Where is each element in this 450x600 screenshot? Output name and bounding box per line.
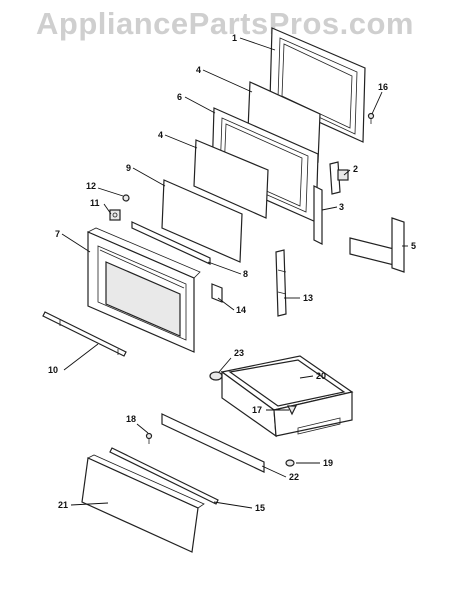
part-18-screw xyxy=(145,432,153,444)
part-4-middle-glass xyxy=(193,139,269,219)
callout-4-middle: 4 xyxy=(158,130,163,140)
part-8-trim-strip xyxy=(131,221,211,265)
callout-4-upper: 4 xyxy=(196,65,201,75)
callout-15: 15 xyxy=(255,503,265,513)
callout-17: 17 xyxy=(252,405,262,415)
leader-lines xyxy=(61,37,408,509)
callout-19: 19 xyxy=(323,458,333,468)
part-11-bracket xyxy=(109,209,121,221)
callout-labels: 1 2 3 4 4 5 6 7 8 9 10 11 12 13 14 15 16… xyxy=(48,33,416,513)
callout-3: 3 xyxy=(339,202,344,212)
callout-20: 20 xyxy=(316,371,326,381)
callout-23: 23 xyxy=(234,348,244,358)
part-22-glide-rail xyxy=(161,413,265,473)
watermark-text: AppliancePartsPros.com xyxy=(36,6,414,41)
part-9-inner-glass xyxy=(161,179,243,263)
callout-21: 21 xyxy=(58,500,68,510)
part-2-hinge xyxy=(329,161,349,195)
callout-2: 2 xyxy=(353,164,358,174)
callout-1: 1 xyxy=(232,33,237,43)
part-19-clip xyxy=(285,459,295,467)
callout-18: 18 xyxy=(126,414,136,424)
part-3-side-trim xyxy=(313,185,323,245)
part-23-bumper xyxy=(209,371,223,381)
part-21-drawer-front xyxy=(81,454,205,553)
callout-7: 7 xyxy=(55,229,60,239)
part-17-clip xyxy=(287,405,297,416)
part-7-outer-door xyxy=(87,227,201,353)
callout-16: 16 xyxy=(378,82,388,92)
callout-22: 22 xyxy=(289,472,299,482)
part-16-screw xyxy=(367,112,375,124)
callout-8: 8 xyxy=(243,269,248,279)
callout-11: 11 xyxy=(90,198,100,208)
callout-5: 5 xyxy=(411,241,416,251)
part-10-door-handle xyxy=(42,311,127,357)
part-5-bracket xyxy=(349,217,405,273)
callout-10: 10 xyxy=(48,365,58,375)
callout-14: 14 xyxy=(236,305,246,315)
callout-6: 6 xyxy=(177,92,182,102)
callout-9: 9 xyxy=(126,163,131,173)
callout-13: 13 xyxy=(303,293,313,303)
part-14-trim xyxy=(211,283,223,303)
part-20-drawer xyxy=(220,355,354,438)
part-12-screw xyxy=(122,194,130,202)
part-1-door-frame xyxy=(269,27,366,143)
part-15-trim-strip xyxy=(109,447,219,505)
callout-12: 12 xyxy=(86,181,96,191)
part-13-hinge-receiver xyxy=(275,249,287,317)
